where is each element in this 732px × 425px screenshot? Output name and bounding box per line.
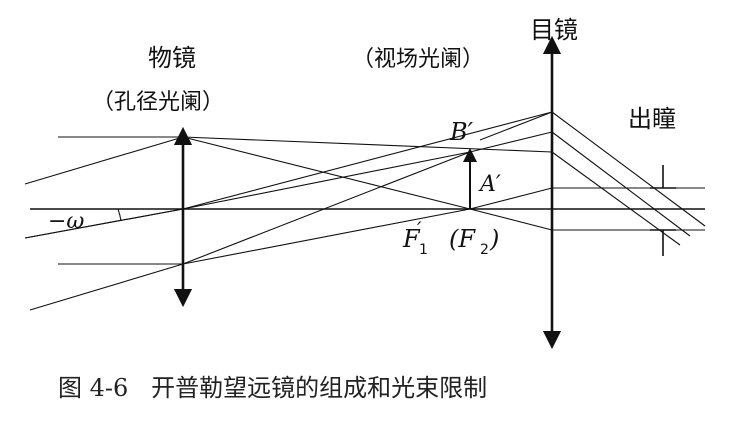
figure-caption: 图 4-6 开普勒望远镜的组成和光束限制 <box>58 374 487 402</box>
svg-text:(F: (F <box>449 225 476 253</box>
objective-label: 物镜 <box>148 44 196 72</box>
point-a-label: A′ <box>478 172 501 197</box>
svg-text:2: 2 <box>480 242 489 258</box>
svg-text:′: ′ <box>417 217 422 241</box>
focus-f1-label: F ′ 1 <box>402 217 428 258</box>
objective-stop-label: （孔径光阑） <box>92 90 224 115</box>
svg-text:F: F <box>402 225 421 253</box>
chief-ray-image <box>182 151 471 210</box>
exit-pupil-label: 出瞳 <box>628 105 676 133</box>
field-angle-arc <box>117 208 122 222</box>
exit-pupil-stop <box>650 165 676 256</box>
eyepiece-label: 目镜 <box>530 16 578 44</box>
focus-f2-label: (F 2 ) <box>449 225 499 258</box>
point-b-label: B′ <box>449 118 474 146</box>
svg-text:): ) <box>489 225 499 253</box>
svg-text:1: 1 <box>419 242 428 258</box>
axial-ray-bundle <box>58 136 705 265</box>
chief-ray <box>24 208 184 239</box>
oblique-ray-bundle <box>24 111 706 311</box>
field-angle-label: −ω <box>48 209 84 234</box>
field-stop-label: （视场光阑） <box>352 47 484 72</box>
